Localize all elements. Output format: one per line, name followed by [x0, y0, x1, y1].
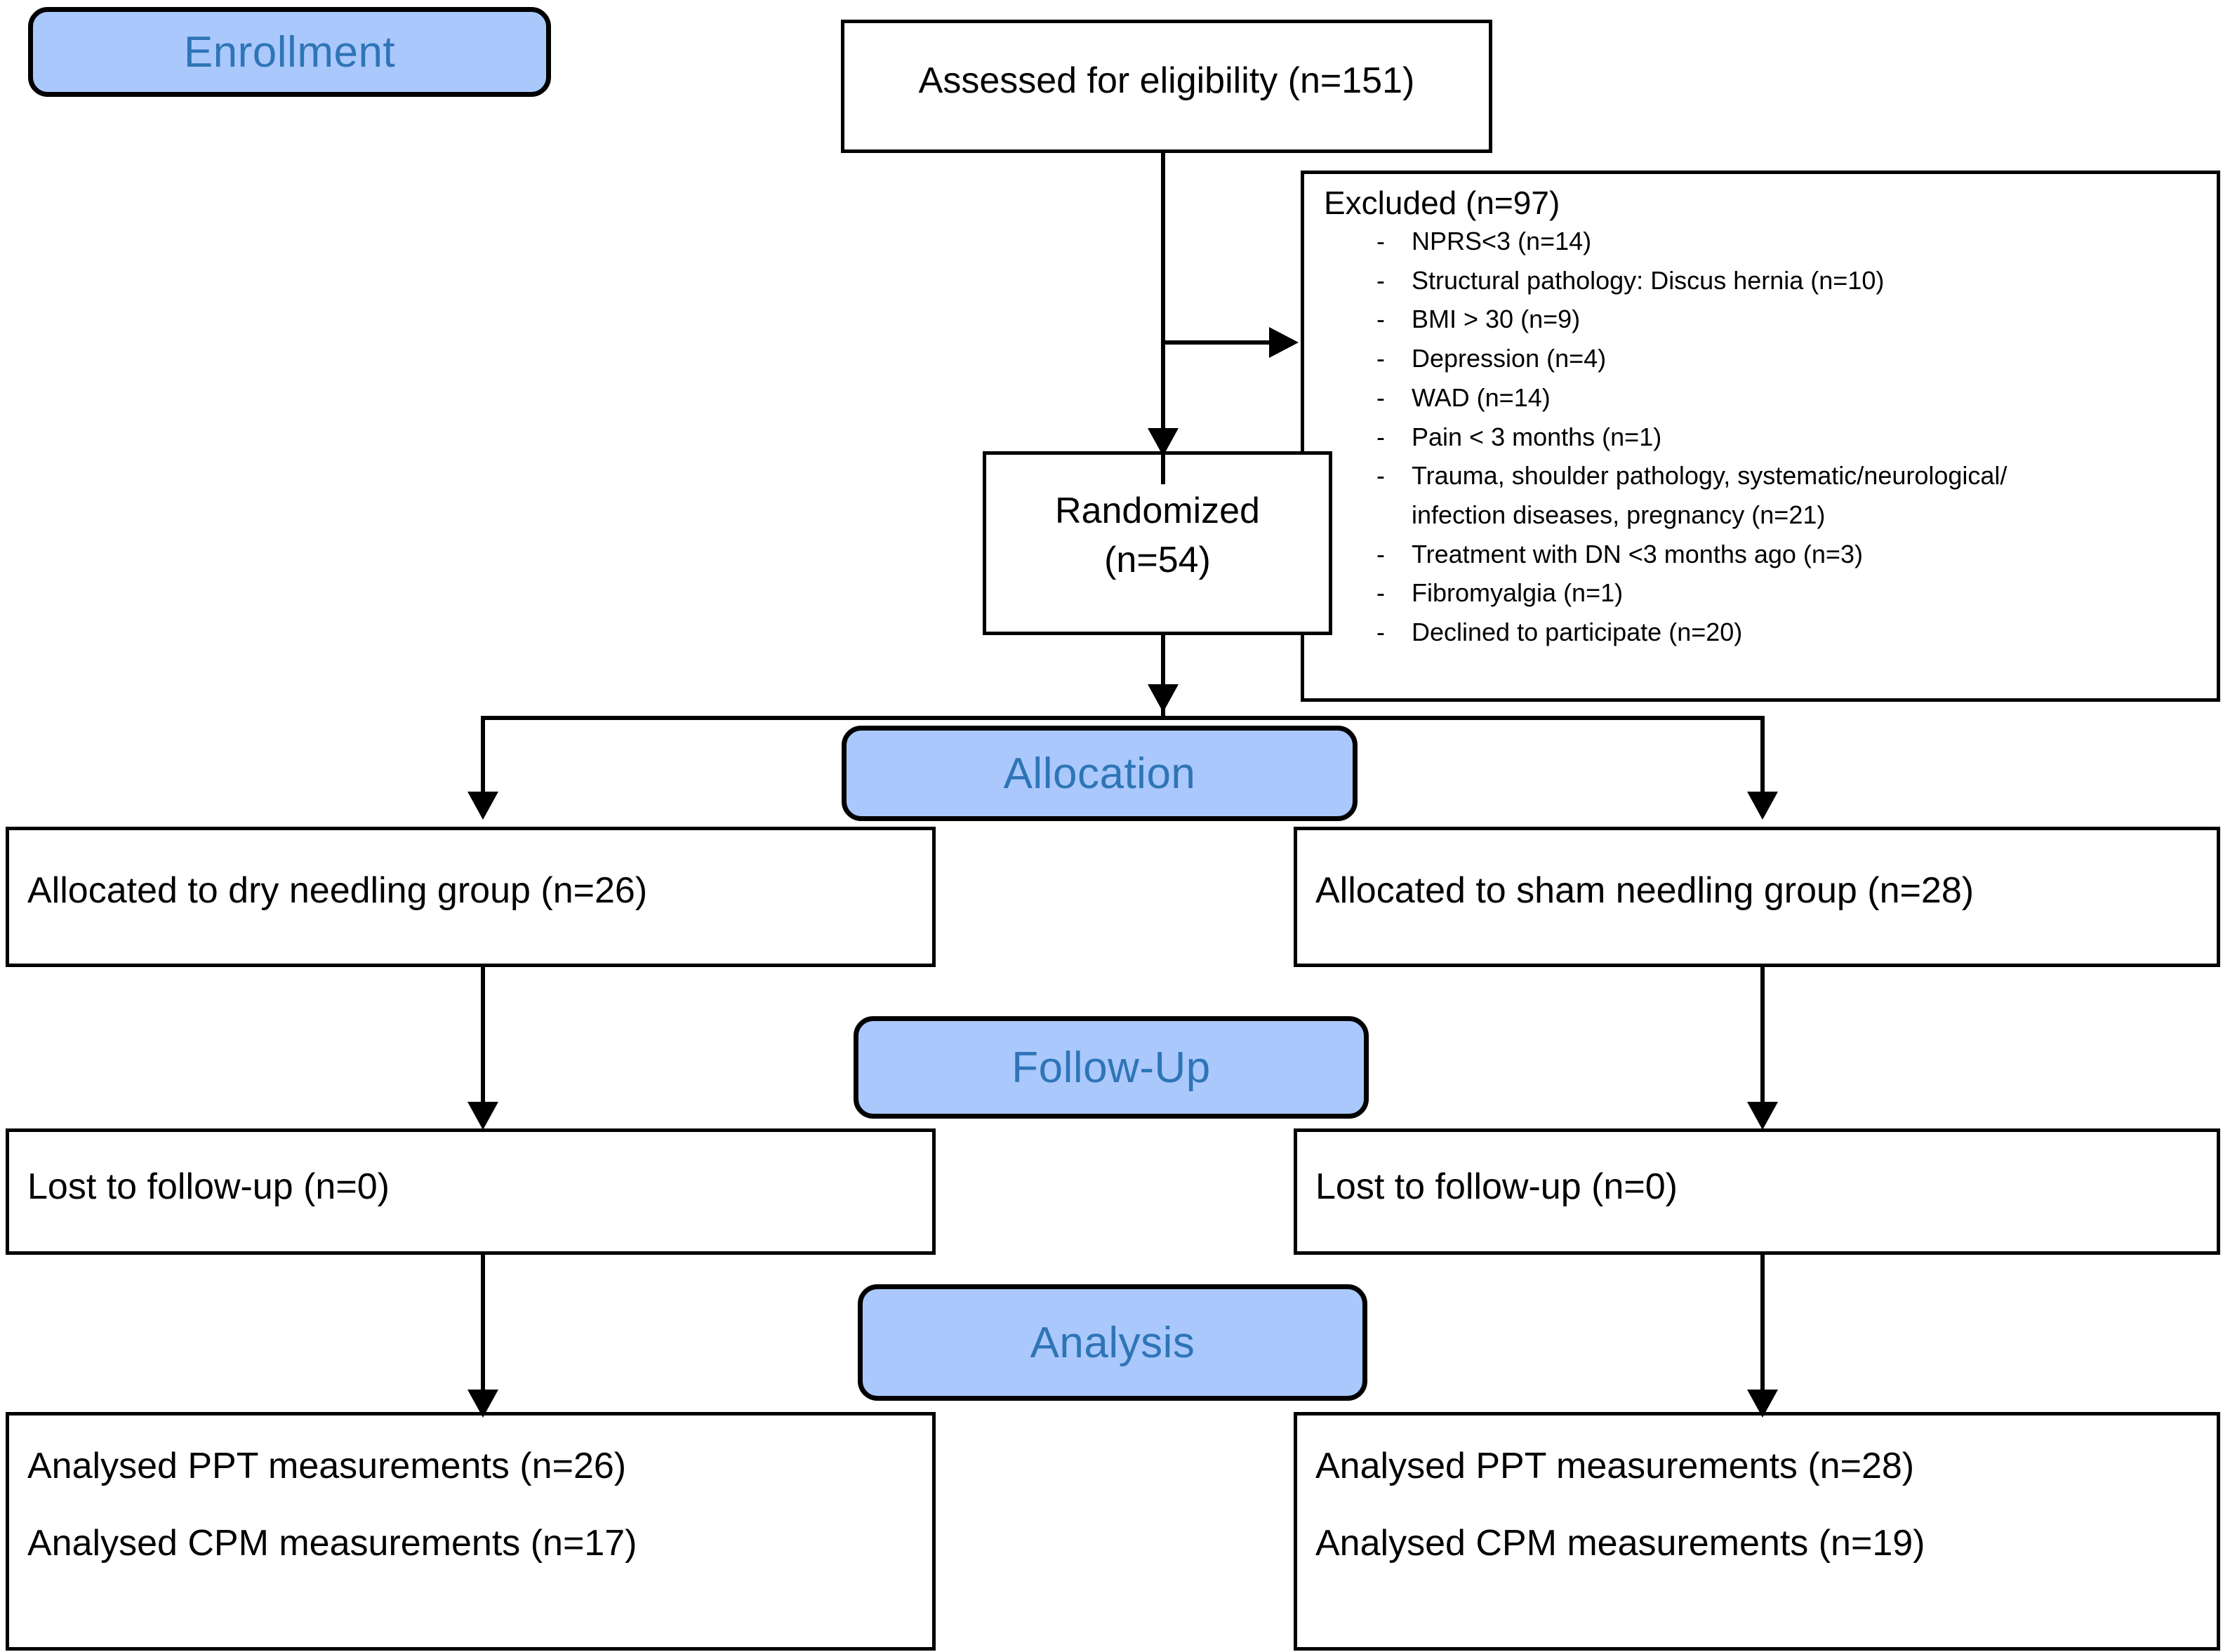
connector-left-lost-to-analysis	[481, 1255, 485, 1390]
connector-left-allocation-to-lost	[481, 967, 485, 1107]
bullet-dash: -	[1376, 265, 1385, 295]
allocated-right-text: Allocated to sham needling group (n=28)	[1315, 870, 1975, 911]
arrow-right-lost-to-analysis	[1747, 1390, 1778, 1418]
excluded-box: Excluded (n=97) - NPRS<3 (n=14) - Struct…	[1301, 171, 2220, 702]
allocated-left-text: Allocated to dry needling group (n=26)	[27, 870, 648, 911]
excluded-reason-line2: infection diseases, pregnancy (n=21)	[1412, 500, 1826, 530]
excluded-reason-text: NPRS<3 (n=14)	[1412, 227, 1592, 255]
excluded-reason-item: - Declined to participate (n=20)	[1324, 618, 2208, 647]
excluded-reason-text: Structural pathology: Discus hernia (n=1…	[1412, 265, 1885, 295]
excluded-reason-text: WAD (n=14)	[1412, 382, 1551, 412]
bullet-dash: -	[1376, 578, 1385, 608]
arrow-left-allocation-to-lost	[467, 1102, 498, 1130]
randomized-box: Randomized (n=54)	[983, 451, 1332, 635]
lost-to-follow-up-left-text: Lost to follow-up (n=0)	[27, 1166, 390, 1207]
excluded-reason-item: - Depression (n=4)	[1324, 344, 2208, 373]
split-bar-allocation	[481, 716, 1764, 720]
excluded-reason-line1: Trauma, shoulder pathology, systematic/n…	[1412, 461, 2008, 491]
connector-split-to-right-allocation	[1760, 716, 1765, 804]
excluded-reason-item: - Trauma, shoulder pathology, systematic…	[1324, 461, 2208, 530]
bullet-dash: -	[1376, 382, 1385, 412]
connector-split-to-left-allocation	[481, 716, 485, 804]
excluded-reason-list: - NPRS<3 (n=14) - Structural pathology: …	[1324, 227, 2208, 659]
lost-to-follow-up-right-text: Lost to follow-up (n=0)	[1315, 1166, 1678, 1207]
bullet-dash: -	[1376, 539, 1385, 568]
excluded-reason-item: - WAD (n=14)	[1324, 385, 2208, 411]
excluded-reason-item: - BMI > 30 (n=9)	[1324, 307, 2208, 333]
excluded-reason-text: Fibromyalgia (n=1)	[1412, 578, 1624, 608]
stage-label-analysis: Analysis	[858, 1284, 1367, 1401]
excluded-reason-item: - Fibromyalgia (n=1)	[1324, 580, 2208, 606]
stage-label-allocation-text: Allocation	[1003, 749, 1196, 798]
connector-assessed-to-randomized	[1161, 153, 1165, 484]
arrow-randomized-to-split	[1148, 684, 1179, 712]
assessed-for-eligibility-text: Assessed for eligibility (n=151)	[918, 60, 1415, 101]
excluded-reason-text: Pain < 3 months (n=1)	[1412, 422, 1662, 451]
bullet-dash: -	[1376, 618, 1385, 647]
connector-right-lost-to-analysis	[1760, 1255, 1765, 1390]
allocated-right-box: Allocated to sham needling group (n=28)	[1294, 827, 2220, 967]
excluded-reason-item: - Structural pathology: Discus hernia (n…	[1324, 265, 2208, 295]
analysed-ppt-left-text: Analysed PPT measurements (n=26)	[27, 1446, 627, 1486]
stage-label-analysis-text: Analysis	[1030, 1318, 1195, 1367]
randomized-line-2: (n=54)	[1104, 540, 1211, 580]
excluded-reason-text: Treatment with DN <3 months ago (n=3)	[1412, 539, 1863, 568]
bullet-dash: -	[1376, 305, 1385, 334]
arrow-left-lost-to-analysis	[467, 1390, 498, 1418]
excluded-title: Excluded (n=97)	[1324, 185, 1560, 221]
stage-label-enrollment-text: Enrollment	[183, 27, 396, 76]
arrow-assessed-to-randomized	[1148, 428, 1179, 456]
excluded-reason-item: - NPRS<3 (n=14)	[1324, 227, 2208, 255]
analysed-cpm-left-text: Analysed CPM measurements (n=17)	[27, 1523, 637, 1564]
bullet-dash: -	[1376, 227, 1385, 255]
bullet-dash: -	[1376, 422, 1385, 451]
bullet-dash: -	[1376, 461, 1385, 491]
excluded-reason-text: BMI > 30 (n=9)	[1412, 305, 1581, 334]
analysis-left-box: Analysed PPT measurements (n=26) Analyse…	[6, 1412, 936, 1651]
analysed-cpm-right-text: Analysed CPM measurements (n=19)	[1315, 1523, 1925, 1564]
arrow-split-to-left-allocation	[467, 792, 498, 820]
excluded-reason-text: Depression (n=4)	[1412, 344, 1607, 373]
stage-label-follow-up: Follow-Up	[854, 1016, 1369, 1119]
excluded-reason-text: Trauma, shoulder pathology, systematic/n…	[1412, 461, 2208, 530]
excluded-reason-item: - Pain < 3 months (n=1)	[1324, 422, 2208, 451]
bullet-dash: -	[1376, 344, 1385, 373]
excluded-reason-text: Declined to participate (n=20)	[1412, 618, 1743, 647]
lost-to-follow-up-left-box: Lost to follow-up (n=0)	[6, 1128, 936, 1255]
randomized-line-1: Randomized	[1055, 491, 1260, 531]
connector-trunk-to-excluded	[1161, 340, 1273, 345]
arrow-right-allocation-to-lost	[1747, 1102, 1778, 1130]
stage-label-enrollment: Enrollment	[28, 7, 551, 97]
connector-right-allocation-to-lost	[1760, 967, 1765, 1107]
arrow-split-to-right-allocation	[1747, 792, 1778, 820]
allocated-left-box: Allocated to dry needling group (n=26)	[6, 827, 936, 967]
lost-to-follow-up-right-box: Lost to follow-up (n=0)	[1294, 1128, 2220, 1255]
analysed-ppt-right-text: Analysed PPT measurements (n=28)	[1315, 1446, 1915, 1486]
analysis-right-box: Analysed PPT measurements (n=28) Analyse…	[1294, 1412, 2220, 1651]
stage-label-follow-up-text: Follow-Up	[1011, 1043, 1211, 1092]
connector-randomized-down	[1161, 635, 1165, 716]
stage-label-allocation: Allocation	[842, 726, 1358, 821]
assessed-for-eligibility-box: Assessed for eligibility (n=151)	[841, 20, 1492, 153]
arrow-trunk-to-excluded	[1269, 327, 1299, 358]
excluded-reason-item: - Treatment with DN <3 months ago (n=3)	[1324, 539, 2208, 568]
